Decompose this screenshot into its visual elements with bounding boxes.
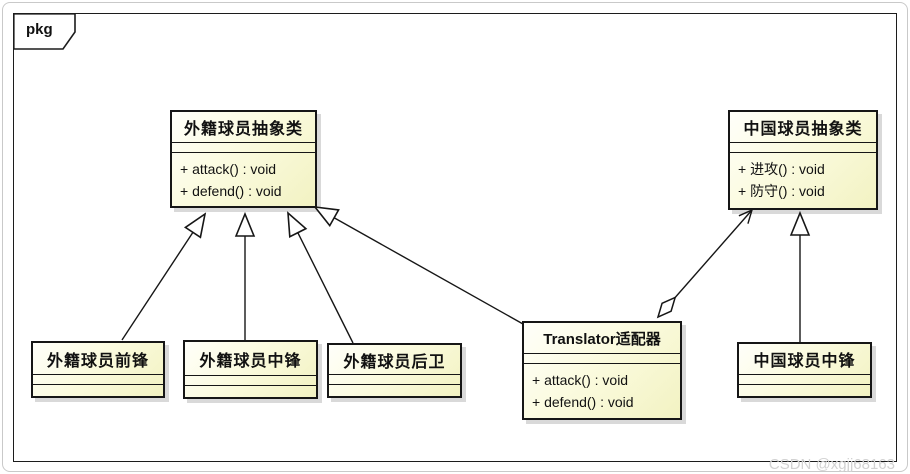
attributes-compartment (329, 374, 460, 384)
attributes-compartment (739, 374, 870, 384)
operation: + attack() : void (532, 372, 629, 388)
class-title: 外籍球员抽象类 (183, 119, 303, 138)
operations-compartment: + attack() : void + defend() : void (172, 152, 315, 206)
operations-compartment: + 进攻() : void + 防守() : void (730, 152, 876, 208)
class-title: 外籍球员后卫 (343, 351, 446, 371)
attributes-compartment (172, 142, 315, 152)
class-title: 中国球员中锋 (753, 351, 856, 370)
class-title: 外籍球员中锋 (199, 350, 302, 370)
operation: + 进攻() : void (738, 161, 825, 177)
class-foreign-player-abstract[interactable]: 外籍球员抽象类 + attack() : void + defend() : v… (170, 110, 317, 208)
attributes-compartment (185, 375, 316, 385)
operations-compartment (33, 384, 163, 396)
operations-compartment (185, 385, 316, 397)
class-chinese-player-center[interactable]: 中国球员中锋 (737, 342, 872, 398)
package-tab-label: pkg (26, 21, 53, 38)
attributes-compartment (33, 374, 163, 384)
csdn-watermark: CSDN @xgjj68163 (768, 456, 895, 473)
class-title: 中国球员抽象类 (743, 119, 863, 138)
package-tab: pkg (13, 13, 79, 51)
operation: + attack() : void (180, 161, 277, 177)
operations-compartment: + attack() : void + defend() : void (524, 363, 680, 418)
package-tab-shape (13, 13, 76, 50)
class-foreign-player-center[interactable]: 外籍球员中锋 (183, 340, 318, 399)
class-chinese-player-abstract[interactable]: 中国球员抽象类 + 进攻() : void + 防守() : void (728, 110, 878, 210)
operations-compartment (329, 384, 460, 396)
class-title: 外籍球员前锋 (46, 350, 149, 370)
operation: + defend() : void (532, 394, 634, 410)
class-foreign-player-guard[interactable]: 外籍球员后卫 (327, 343, 462, 398)
class-translator-adapter[interactable]: Translator适配器 + attack() : void + defend… (522, 321, 682, 420)
operations-compartment (739, 384, 870, 396)
class-title: Translator适配器 (543, 330, 661, 348)
package-frame (13, 13, 897, 462)
attributes-compartment (730, 142, 876, 152)
attributes-compartment (524, 353, 680, 363)
operation: + defend() : void (180, 183, 282, 199)
class-foreign-player-forward[interactable]: 外籍球员前锋 (31, 341, 165, 398)
operation: + 防守() : void (738, 183, 825, 199)
